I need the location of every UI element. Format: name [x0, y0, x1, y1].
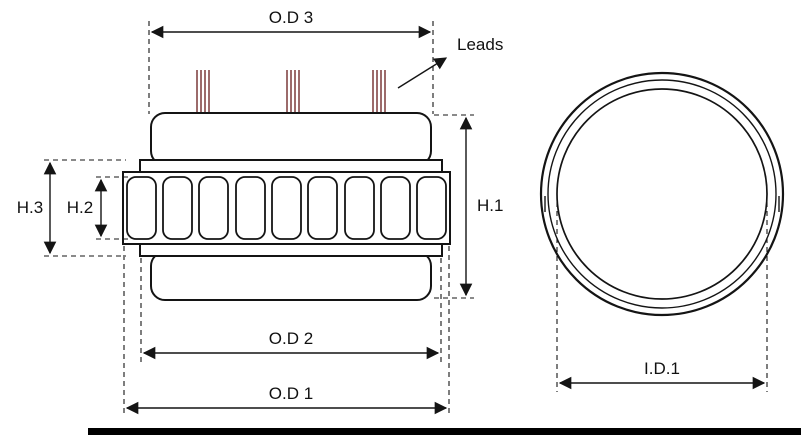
- od2-dimension: O.D 2: [140, 258, 442, 362]
- lead-wires: [196, 70, 386, 116]
- bottom-end-winding: [150, 251, 432, 301]
- stator-tooth: [380, 176, 411, 240]
- leads-label: Leads: [457, 35, 503, 54]
- bottom-border: [88, 428, 801, 435]
- od2-label: O.D 2: [269, 329, 313, 348]
- stator-tooth: [198, 176, 229, 240]
- stator-side-view: [122, 70, 451, 301]
- stator-tooth: [126, 176, 157, 240]
- od1-label: O.D 1: [269, 384, 313, 403]
- lamination-teeth: [126, 176, 447, 240]
- h3-label: H.3: [17, 198, 43, 217]
- lead-wire-bundle: [372, 70, 386, 116]
- stator-tooth: [344, 176, 375, 240]
- leads-arrow: [397, 57, 448, 89]
- stator-tooth: [235, 176, 266, 240]
- h1-label: H.1: [477, 196, 503, 215]
- stator-tooth: [416, 176, 447, 240]
- middle-ring: [547, 79, 777, 309]
- h2-dimension: H.2: [67, 176, 128, 240]
- h1-dimension: H.1: [434, 114, 503, 299]
- lead-wire-bundle: [286, 70, 300, 116]
- h2-label: H.2: [67, 198, 93, 217]
- od1-dimension: O.D 1: [123, 246, 450, 417]
- od3-label: O.D 3: [269, 8, 313, 27]
- top-end-winding: [150, 112, 432, 166]
- stator-tooth: [271, 176, 302, 240]
- id1-dimension: I.D.1: [556, 202, 768, 392]
- stator-front-view: [539, 71, 785, 317]
- stator-tooth: [162, 176, 193, 240]
- stator-tooth: [307, 176, 338, 240]
- outer-ring: [539, 71, 785, 317]
- inner-bore-ring: [556, 88, 768, 300]
- lead-wire-bundle: [196, 70, 210, 116]
- leads-callout: Leads: [397, 35, 503, 89]
- id1-label: I.D.1: [644, 359, 680, 378]
- h3-dimension: H.3: [17, 159, 126, 257]
- od3-dimension: O.D 3: [148, 8, 434, 114]
